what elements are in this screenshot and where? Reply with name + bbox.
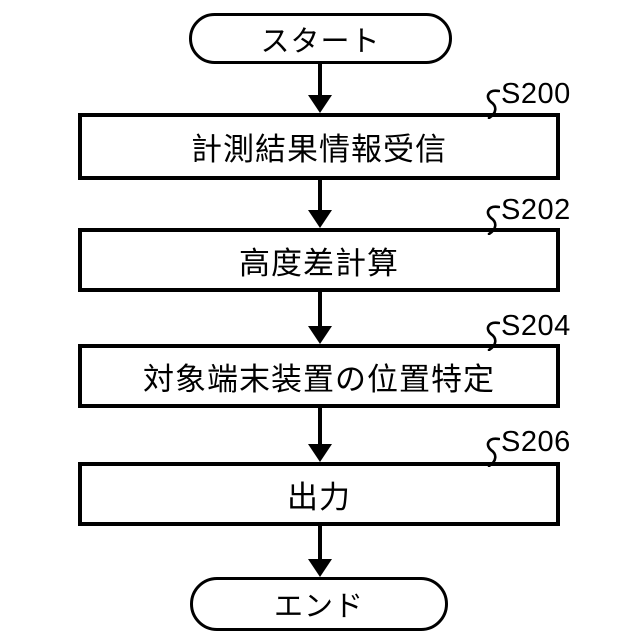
start-terminal: スタート [189,13,452,64]
step-ref-s200: S200 [484,80,571,119]
arrow-down-icon [308,210,332,228]
arrow-line [318,408,322,445]
step-ref-label: S206 [501,426,571,458]
process-label: 出力 [287,479,351,515]
arrow-down-icon [308,95,332,113]
leader-squiggle-icon [486,205,500,235]
arrow-line [318,180,322,211]
arrow-line [318,62,322,96]
process-box-receive-measurement: 計測結果情報受信 [78,113,560,180]
start-label: スタート [260,25,381,58]
leader-squiggle-icon [486,89,500,119]
leader-squiggle-icon [486,321,500,351]
arrow-line [318,526,322,560]
process-box-locate-target-terminal: 対象端末装置の位置特定 [78,344,560,408]
step-ref-s204: S204 [484,312,571,351]
process-label: 対象端末装置の位置特定 [143,361,495,397]
step-ref-s206: S206 [484,428,571,467]
step-ref-label: S202 [501,194,571,226]
step-ref-label: S200 [501,78,571,110]
leader-squiggle-icon [486,437,500,467]
arrow-line [318,292,322,327]
arrow-down-icon [308,559,332,577]
process-box-altitude-difference: 高度差計算 [78,228,560,292]
end-terminal: エンド [190,577,448,631]
arrow-down-icon [308,444,332,462]
process-label: 高度差計算 [239,245,399,281]
arrow-down-icon [308,326,332,344]
process-label: 計測結果情報受信 [191,132,447,167]
process-box-output: 出力 [78,462,560,526]
end-label: エンド [273,591,364,623]
step-ref-s202: S202 [484,196,571,235]
step-ref-label: S204 [501,310,571,342]
